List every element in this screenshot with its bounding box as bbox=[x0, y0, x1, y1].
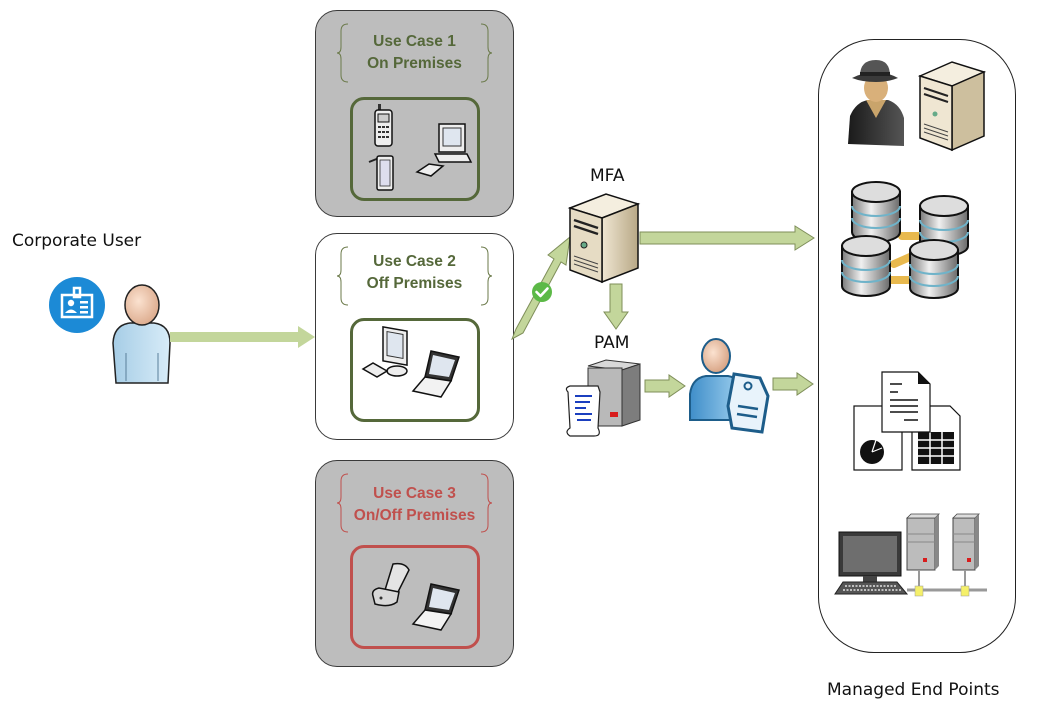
use-case-1-devices bbox=[350, 97, 480, 201]
right-brace bbox=[480, 473, 493, 533]
desktop-computer-icon bbox=[415, 123, 473, 177]
flip-phone-icon bbox=[371, 562, 410, 607]
use-case-3-panel: Use Case 3 On/Off Premises bbox=[315, 460, 514, 667]
arrow-credential-to-endpoints bbox=[772, 372, 814, 396]
endpoints-label: Managed End Points bbox=[827, 680, 1000, 700]
user-icon bbox=[112, 284, 171, 384]
use-case-2-devices bbox=[350, 318, 480, 422]
arrow-mfa-to-pam bbox=[603, 283, 629, 330]
laptop-icon bbox=[411, 350, 460, 398]
use-case-3-title-line2: On/Off Premises bbox=[353, 507, 476, 524]
laptop-icon bbox=[411, 583, 460, 631]
use-case-1-title-line2: On Premises bbox=[367, 55, 462, 72]
hacker-and-server-icon bbox=[848, 60, 987, 152]
use-case-2-title-line2: Off Premises bbox=[366, 275, 463, 292]
use-case-3-title-line1: Use Case 3 bbox=[373, 485, 456, 502]
use-case-1-title: Use Case 1 On Premises bbox=[316, 31, 513, 75]
arrow-pam-to-credential bbox=[644, 374, 686, 398]
checkmark-icon bbox=[532, 282, 552, 302]
server-with-script-icon bbox=[565, 359, 641, 437]
pam-label: PAM bbox=[594, 333, 630, 353]
documents-icon bbox=[853, 371, 961, 471]
left-brace bbox=[336, 246, 349, 306]
right-brace bbox=[480, 246, 493, 306]
use-case-2-title-line1: Use Case 2 bbox=[373, 253, 456, 270]
database-cylinder bbox=[851, 181, 901, 243]
use-case-1-panel: Use Case 1 On Premises bbox=[315, 10, 514, 217]
user-with-tag-icon bbox=[689, 338, 770, 434]
network-computers-icon bbox=[834, 513, 987, 597]
cell-phone-icon bbox=[374, 104, 393, 147]
replicated-databases-icon bbox=[841, 181, 969, 299]
use-case-1-title-line1: Use Case 1 bbox=[373, 33, 456, 50]
arrow-user-to-use-case-2 bbox=[170, 326, 315, 348]
use-case-2-panel: Use Case 2 Off Premises bbox=[315, 233, 514, 440]
use-case-3-devices bbox=[350, 545, 480, 649]
corporate-user-label: Corporate User bbox=[12, 231, 142, 251]
id-badge-icon bbox=[49, 277, 105, 333]
tablet-icon bbox=[368, 155, 394, 191]
mfa-label: MFA bbox=[590, 166, 625, 186]
arrow-mfa-to-endpoints bbox=[639, 225, 815, 251]
use-case-2-title: Use Case 2 Off Premises bbox=[316, 251, 513, 295]
right-brace bbox=[480, 23, 493, 83]
use-case-3-title: Use Case 3 On/Off Premises bbox=[316, 483, 513, 527]
server-icon bbox=[567, 193, 641, 284]
left-brace bbox=[336, 23, 349, 83]
left-brace bbox=[336, 473, 349, 533]
monitor-icon bbox=[361, 325, 408, 378]
